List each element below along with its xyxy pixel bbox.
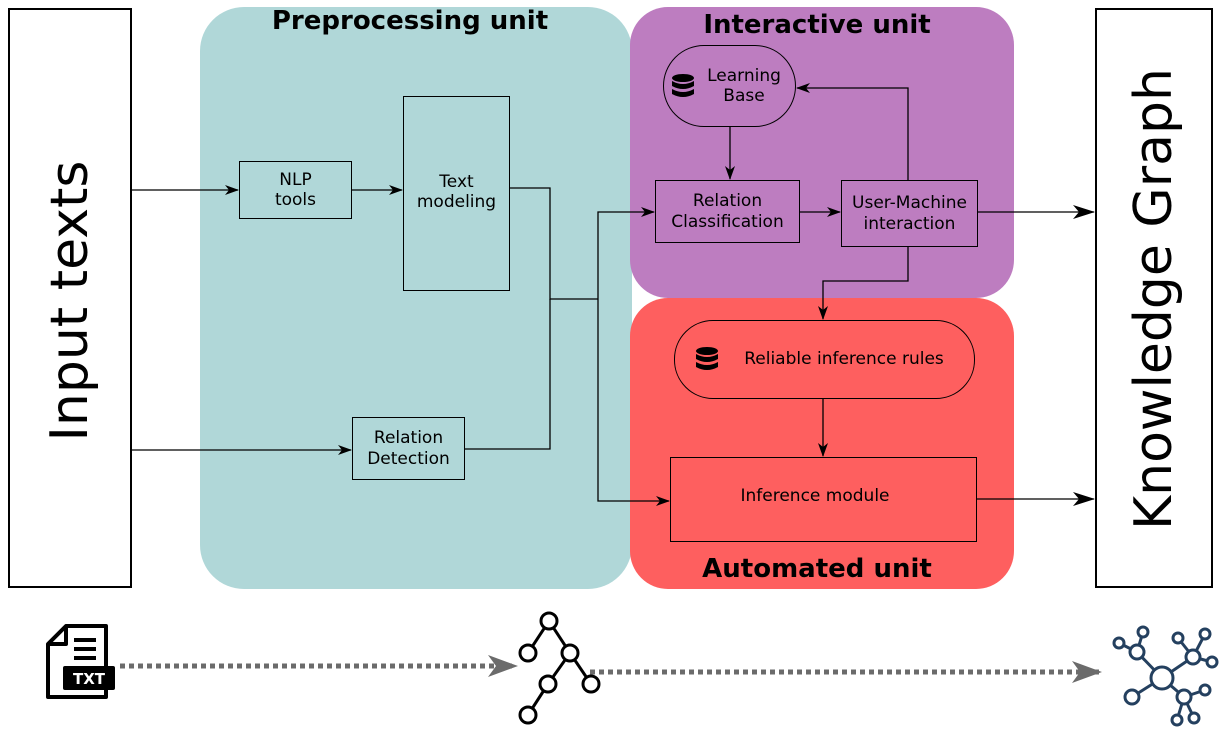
user-machine-interaction-label: User-Machine interaction bbox=[841, 180, 978, 247]
nlp-tools-line-1: NLP bbox=[279, 169, 312, 190]
nlp-tools-label: NLP tools bbox=[239, 161, 352, 219]
relation-detection-line-1: Relation bbox=[373, 428, 444, 449]
learning-base-line-1: Learning bbox=[707, 65, 781, 86]
nlp-tools-box bbox=[239, 161, 352, 219]
inference-module-label: Inference module bbox=[740, 485, 890, 506]
reliable-inference-rules-label: Reliable inference rules bbox=[744, 349, 944, 370]
arrow-interaction-to-learning-base bbox=[796, 83, 909, 180]
knowledge-graph-box bbox=[1095, 8, 1213, 588]
relation-classification-box bbox=[655, 180, 800, 243]
line-relation-detection-out bbox=[465, 299, 551, 450]
relation-classification-label: Relation Classification bbox=[655, 180, 800, 243]
nlp-tools-line-2: tools bbox=[274, 190, 317, 210]
preprocessing-unit-region bbox=[200, 7, 632, 589]
relation-detection-line-2: Detection bbox=[367, 448, 450, 469]
graph-icon bbox=[1112, 625, 1219, 727]
txt-file-icon-label: TXT bbox=[73, 670, 106, 688]
learning-base-line-2: Base bbox=[723, 86, 765, 106]
database-icon bbox=[696, 347, 718, 370]
tree-icon bbox=[518, 611, 601, 725]
relation-detection-label: Relation Detection bbox=[352, 417, 465, 480]
arrow-interaction-to-inference-rules bbox=[818, 247, 909, 320]
user-machine-interaction-line-1: User-Machine bbox=[852, 193, 967, 214]
arrow-to-relation-classification bbox=[597, 207, 655, 299]
reliable-inference-rules-box bbox=[674, 320, 975, 399]
automated-unit-title: Automated unit bbox=[702, 554, 932, 584]
interactive-unit-title: Interactive unit bbox=[703, 10, 931, 40]
preprocessing-unit-title: Preprocessing unit bbox=[271, 6, 549, 36]
line-text-modeling-out bbox=[510, 187, 598, 300]
inference-module-box bbox=[670, 457, 977, 542]
user-machine-interaction-box bbox=[841, 180, 978, 247]
database-icon bbox=[672, 74, 694, 97]
arrow-to-inference-module bbox=[597, 299, 670, 506]
user-machine-interaction-line-2: interaction bbox=[863, 213, 956, 234]
learning-base-label: Learning Base bbox=[694, 45, 794, 127]
relation-classification-line-1: Relation bbox=[692, 191, 763, 212]
learning-base-box bbox=[663, 45, 796, 127]
relation-detection-box bbox=[352, 417, 465, 480]
relation-classification-line-2: Classification bbox=[671, 211, 784, 232]
text-modeling-label: Text modeling bbox=[403, 166, 510, 218]
text-modeling-box bbox=[403, 96, 510, 291]
input-texts-box bbox=[8, 8, 132, 588]
text-modeling-line-2: modeling bbox=[416, 192, 497, 212]
txt-file-icon: TXT bbox=[46, 624, 115, 699]
text-modeling-line-1: Text bbox=[439, 171, 474, 192]
